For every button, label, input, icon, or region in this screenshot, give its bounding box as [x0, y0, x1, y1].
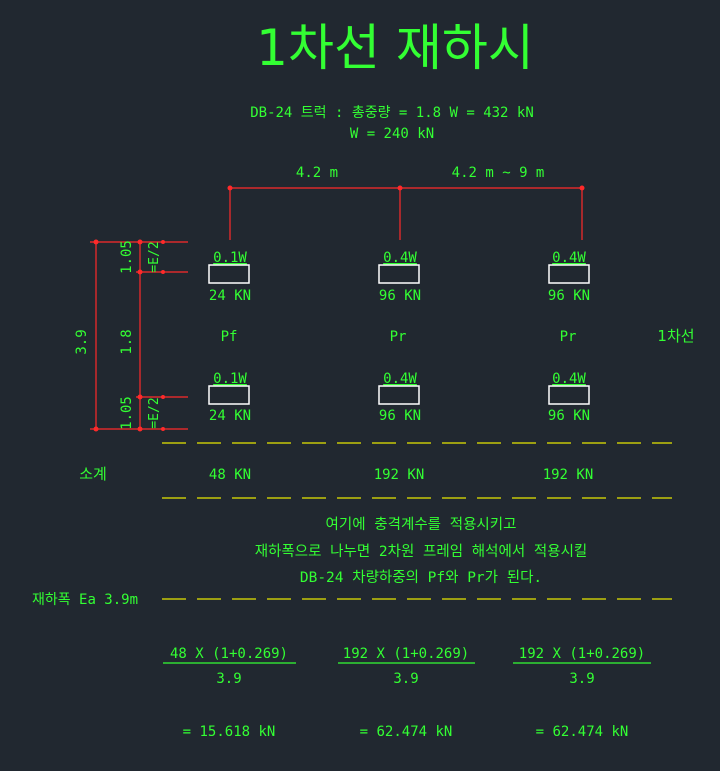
subtotal-value-3: 192 KN — [543, 467, 594, 483]
top-wheel-1-box — [208, 264, 250, 284]
top-wheel-2-factor: 0.4W — [383, 250, 417, 266]
spacing-second-label: 4.2 m ~ 9 m — [452, 165, 545, 181]
top-wheel-3-load: 96 KN — [548, 288, 590, 304]
vertical-dimension — [90, 239, 188, 432]
formula-1-numerator: 48 X (1+0.269) — [170, 646, 288, 662]
formula-2-numerator: 192 X (1+0.269) — [343, 646, 469, 662]
dim-total-label: 3.9 — [74, 329, 90, 354]
axle-spacing-dimension — [227, 185, 585, 240]
dim-middle-label: 1.8 — [119, 329, 135, 354]
bottom-wheel-3-factor: 0.4W — [552, 371, 586, 387]
note-line-2: 재하폭으로 나누면 2차원 프레임 해석에서 적용시킬 — [255, 543, 588, 560]
formula-3-denominator: 3.9 — [569, 671, 594, 687]
note-line-3: DB-24 차량하중의 Pf와 Pr가 된다. — [300, 569, 542, 586]
formula-1-denominator: 3.9 — [216, 671, 241, 687]
axle-label-3: Pr — [560, 329, 577, 345]
subtotal-label: 소계 — [79, 465, 107, 483]
top-wheel-2-load: 96 KN — [379, 288, 421, 304]
bottom-wheel-3-load: 96 KN — [548, 408, 590, 424]
bottom-wheel-2-load: 96 KN — [379, 408, 421, 424]
top-wheel-2-box — [378, 264, 420, 284]
formula-2-denominator: 3.9 — [393, 671, 418, 687]
axle-label-2: Pr — [390, 329, 407, 345]
bottom-wheel-3-box — [548, 385, 590, 405]
spacing-first-label: 4.2 m — [296, 165, 338, 181]
top-wheel-1-factor: 0.1W — [213, 250, 247, 266]
formula-3-numerator: 192 X (1+0.269) — [519, 646, 645, 662]
e-half-upper-label: =E/2 — [147, 241, 162, 272]
dim-lower-label: 1.05 — [119, 396, 135, 430]
e-half-lower-label: =E/2 — [147, 397, 162, 428]
dim-upper-label: 1.05 — [119, 240, 135, 274]
formula-1-result: = 15.618 kN — [183, 724, 276, 740]
top-wheel-1-load: 24 KN — [209, 288, 251, 304]
bottom-wheel-1-box — [208, 385, 250, 405]
subtotal-value-2: 192 KN — [374, 467, 425, 483]
bottom-wheel-1-load: 24 KN — [209, 408, 251, 424]
formula-2-result: = 62.474 kN — [360, 724, 453, 740]
formula-3-result: = 62.474 kN — [536, 724, 629, 740]
top-wheel-3-box — [548, 264, 590, 284]
loading-width-label: 재하폭 Ea 3.9m — [32, 592, 138, 608]
bottom-wheel-2-factor: 0.4W — [383, 371, 417, 387]
page-title: 1차선 재하시 — [256, 19, 534, 77]
subtotal-value-1: 48 KN — [209, 467, 251, 483]
header-line-1: DB-24 트럭 : 총중량 = 1.8 W = 432 kN — [250, 105, 534, 121]
axle-label-1: Pf — [221, 329, 238, 345]
header-line-2: W = 240 kN — [350, 126, 434, 142]
bottom-wheel-1-factor: 0.1W — [213, 371, 247, 387]
top-wheel-3-factor: 0.4W — [552, 250, 586, 266]
note-line-1: 여기에 충격계수를 적용시키고 — [326, 516, 517, 533]
lane-label: 1차선 — [657, 327, 694, 345]
bottom-wheel-2-box — [378, 385, 420, 405]
